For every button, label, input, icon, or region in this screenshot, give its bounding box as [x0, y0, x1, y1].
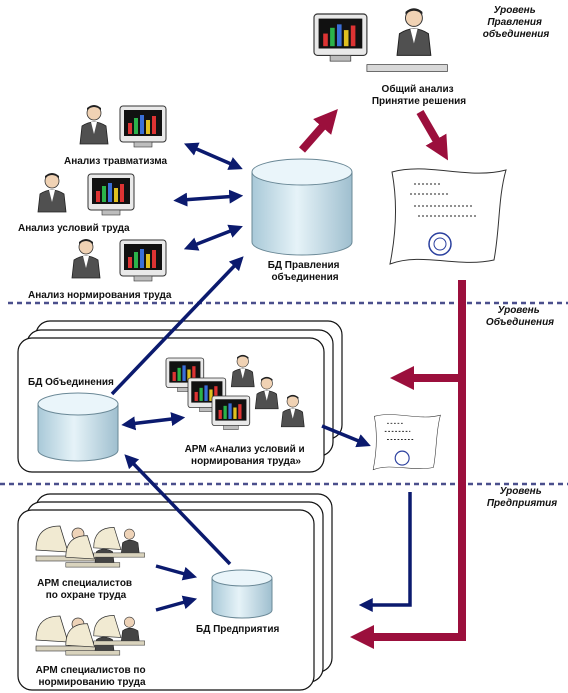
db-association-label: БД Объединения: [28, 376, 114, 388]
arrow-decision-to-document: [416, 109, 449, 161]
db-management-label: БД Правления объединения: [268, 260, 343, 283]
decision-workstation-icon: [313, 7, 448, 72]
analysis-injury-workstation-icon: [79, 104, 167, 148]
arrow-safety-to-enterprise-db: [155, 564, 198, 581]
association-report-document-icon: [372, 414, 441, 470]
db-enterprise-label: БД Предприятия: [196, 624, 279, 635]
db-enterprise-icon: [211, 569, 273, 619]
analysis-norms-workstation-icon: [71, 238, 167, 282]
db-association-icon: [37, 392, 119, 462]
analysis-conditions-label: Анализ условий труда: [18, 223, 130, 234]
arrow-report-to-enterprise: [358, 492, 412, 612]
arrow-injury-db: [183, 142, 243, 170]
level-label-top: Уровень Правления объединения: [483, 5, 550, 40]
arrow-conditions-db: [173, 189, 244, 207]
arrow-association-db-arm: [121, 412, 186, 431]
level-label-bottom: Уровень Предприятия: [487, 486, 557, 509]
arm-safety-label: АРМ специалистов по охране труда: [37, 578, 135, 601]
arrow-db-to-decision: [298, 108, 338, 153]
level-label-middle: Уровень Объединения: [486, 305, 554, 328]
arrow-association-db-to-management-db: [110, 256, 244, 396]
arrow-norms-db: [183, 224, 243, 251]
arrow-arm-to-report: [321, 424, 371, 448]
db-management-icon: [251, 158, 353, 256]
decision-document-icon: [389, 168, 507, 265]
analysis-norms-label: Анализ нормирования труда: [28, 290, 172, 301]
decision-label: Общий анализ Принятие решения: [372, 83, 466, 107]
arm-norms-label: АРМ специалистов по нормированию труда: [36, 665, 149, 688]
arrow-norms-to-enterprise-db: [155, 595, 198, 612]
decision-distribution-arrows: [350, 280, 466, 649]
arrow-enterprise-db-to-association-db: [124, 454, 232, 566]
analysis-conditions-workstation-icon: [37, 172, 135, 216]
arm-analysis-label: АРМ «Анализ условий и нормирования труда…: [185, 444, 308, 467]
analysis-injury-label: Анализ травматизма: [64, 156, 168, 167]
